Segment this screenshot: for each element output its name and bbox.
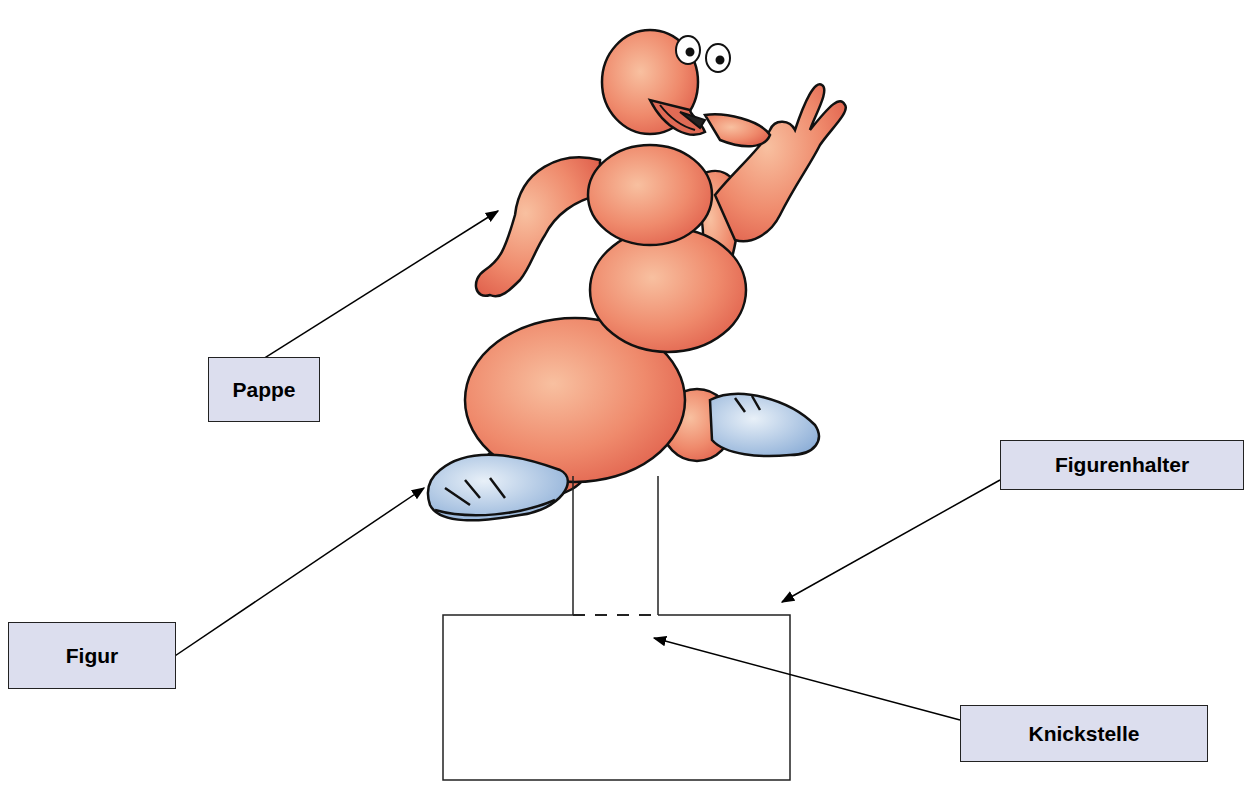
face	[660, 36, 730, 130]
part-label: Pappe	[232, 378, 295, 402]
part-label: Figurenhalter	[1055, 453, 1189, 477]
label-box: Pappe	[208, 357, 320, 422]
part-label: Knickstelle	[1029, 722, 1140, 746]
label-box: Figurenhalter	[1000, 440, 1244, 490]
part-label: Figur	[66, 644, 119, 668]
label-box: Knickstelle	[960, 705, 1208, 762]
label-box: Figur	[8, 622, 176, 689]
fold-line	[573, 614, 658, 616]
cartoon-figure	[465, 30, 846, 498]
leader-lines	[160, 211, 1000, 720]
figure-holder	[443, 476, 790, 780]
shoes	[428, 394, 819, 520]
